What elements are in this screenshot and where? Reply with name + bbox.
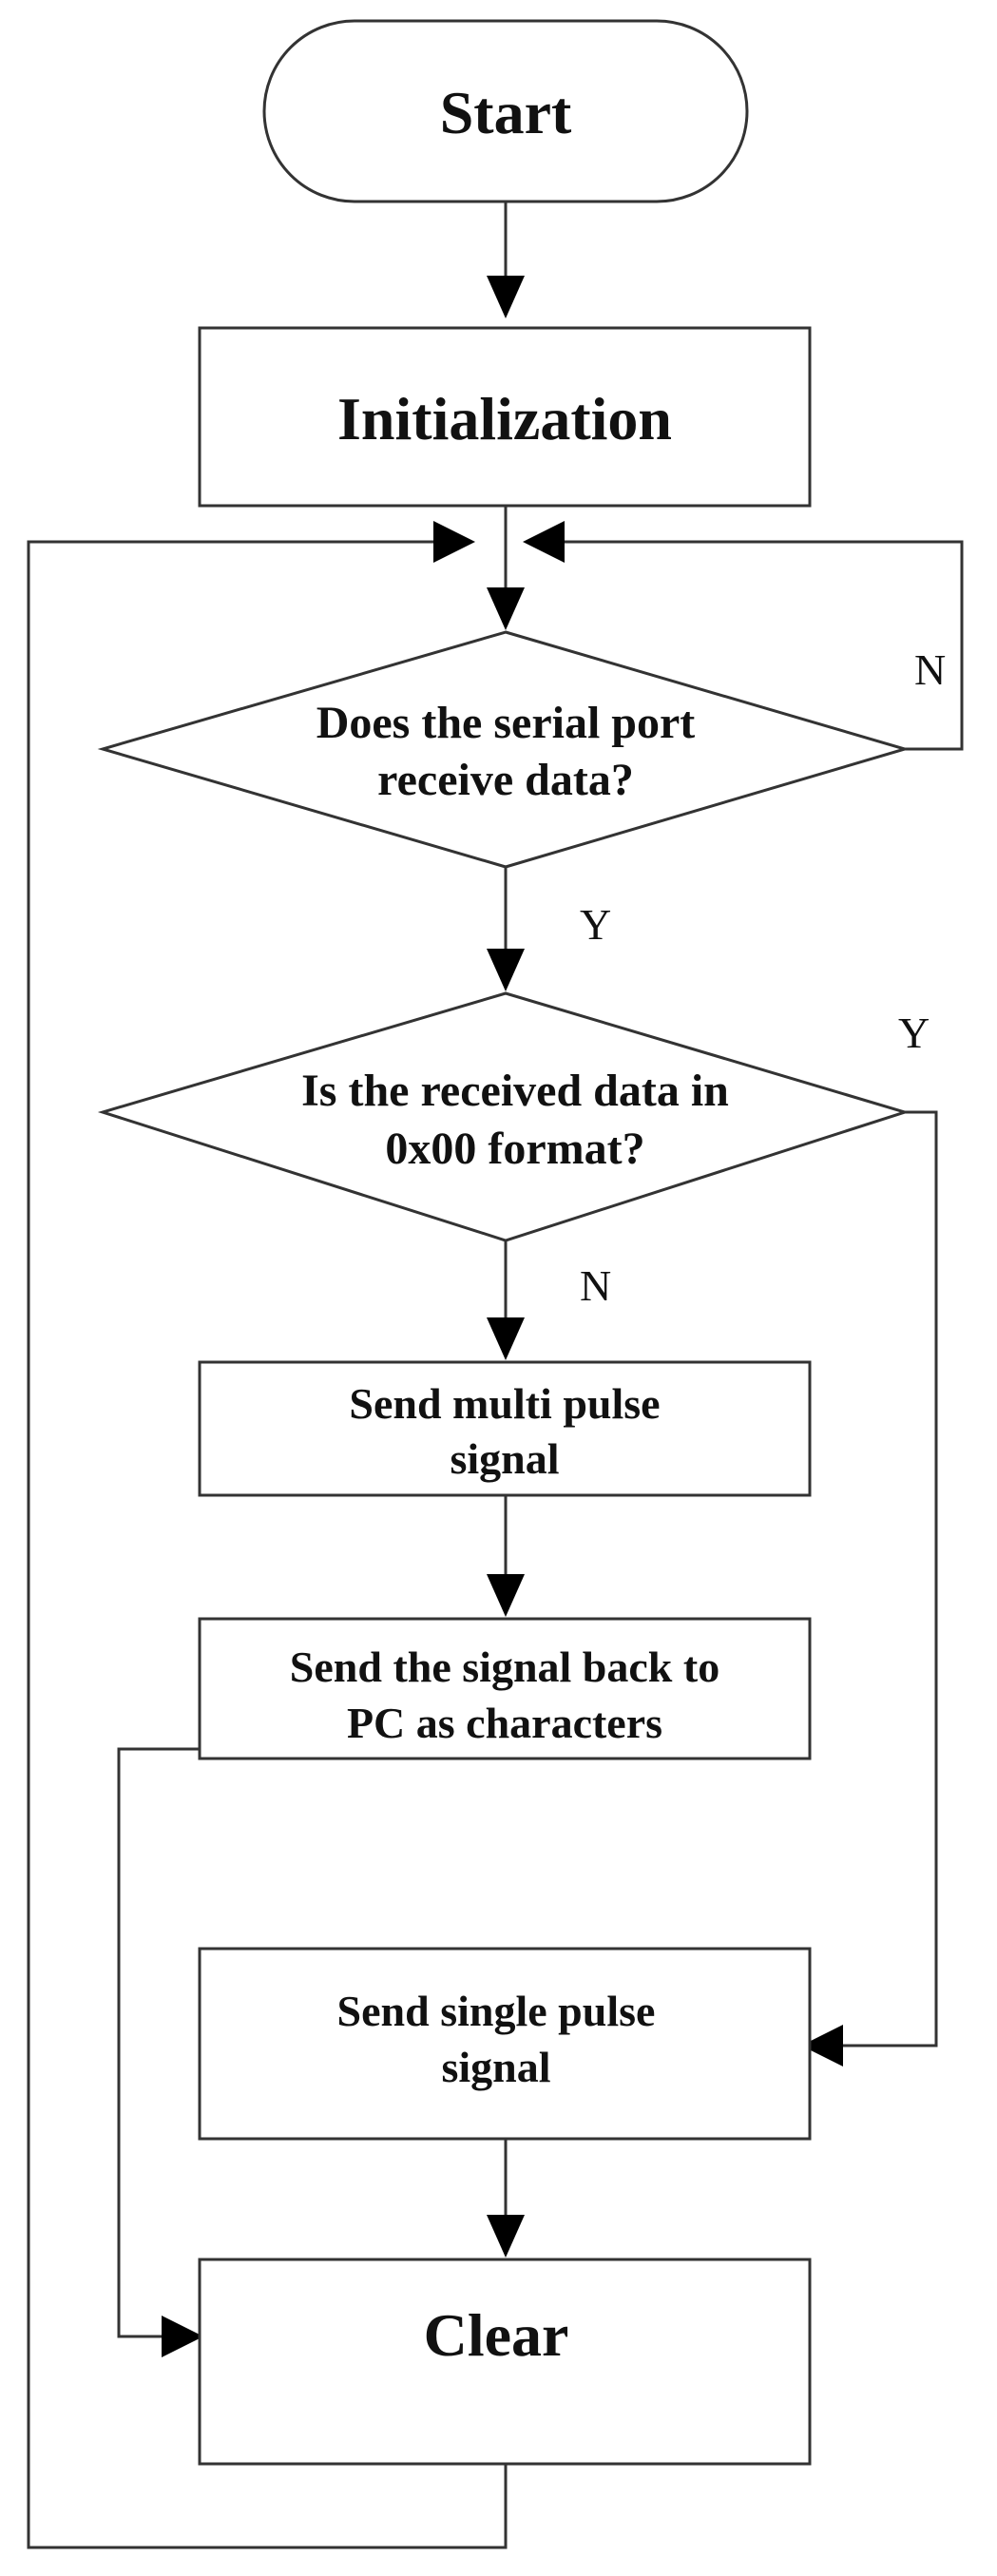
decision1-no-label: N xyxy=(914,645,946,694)
decision2-line2: 0x00 format? xyxy=(385,1124,644,1174)
arrowhead-loop-left xyxy=(433,521,475,563)
decision1-line2: receive data? xyxy=(377,755,634,805)
arrowhead-sendback xyxy=(487,1574,525,1617)
loop-decision1-no xyxy=(561,540,964,751)
single-line2: signal xyxy=(441,2043,550,2091)
decision2-line1: Is the received data in xyxy=(301,1066,729,1116)
start-label: Start xyxy=(440,79,572,146)
start-terminal: Start xyxy=(262,19,749,203)
arrowhead-clear-left xyxy=(162,2316,203,2357)
sendback-box: Send the signal back to PC as characters xyxy=(198,1617,812,1760)
arrowhead-init xyxy=(487,276,525,318)
arrowhead-decision1 xyxy=(487,587,525,630)
init-box: Initialization xyxy=(198,326,812,508)
multi-line1: Send multi pulse xyxy=(349,1379,660,1428)
arrowhead-loop-right xyxy=(523,521,565,563)
sendback-line1: Send the signal back to xyxy=(290,1643,719,1691)
connectors xyxy=(27,202,964,2549)
clear-label: Clear xyxy=(424,2301,569,2369)
arrowhead-single-right xyxy=(801,2025,843,2067)
arrowhead-clear-top xyxy=(487,2215,525,2258)
decision2-diamond: Is the received data in 0x00 format? xyxy=(97,991,911,1242)
arrowheads xyxy=(162,276,843,2357)
multi-line2: signal xyxy=(450,1434,559,1483)
decision2-no-label: N xyxy=(580,1261,611,1310)
clear-box: Clear xyxy=(198,2258,812,2466)
decision1-line1: Does the serial port xyxy=(316,698,696,748)
decision1-diamond: Does the serial port receive data? xyxy=(97,630,911,869)
multi-pulse-box: Send multi pulse signal xyxy=(198,1360,812,1497)
init-label: Initialization xyxy=(337,385,672,452)
loop-clear-back xyxy=(27,540,508,2549)
sendback-line2: PC as characters xyxy=(347,1699,662,1747)
arrowhead-multi xyxy=(487,1317,525,1360)
single-pulse-box: Send single pulse signal xyxy=(198,1947,812,2141)
connector-decision2-yes-single xyxy=(841,1110,938,2047)
single-line1: Send single pulse xyxy=(337,1987,656,2035)
decision2-yes-label: Y xyxy=(898,1009,930,1057)
connector-sendback-clear xyxy=(117,1747,200,2338)
arrowhead-decision2 xyxy=(487,949,525,991)
decision1-yes-label: Y xyxy=(580,900,611,949)
